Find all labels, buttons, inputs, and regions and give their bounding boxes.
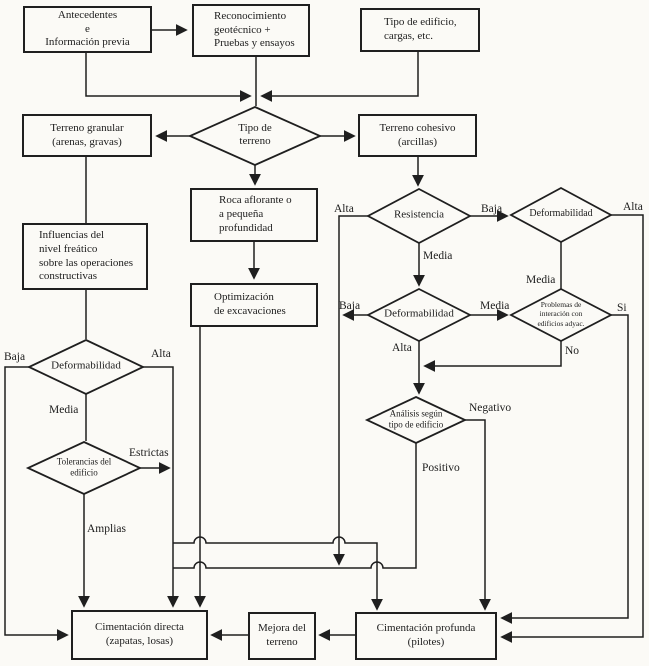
box-antecedentes-line3: Información previa (45, 36, 130, 49)
edge-analisis-negativo-to-cim-profunda (465, 419, 491, 611)
diamond-problemas-interaccion (509, 287, 613, 343)
label-deform-left-baja: Baja (4, 351, 26, 363)
box-mejora-line2: terreno (266, 636, 298, 648)
box-terreno-cohesivo-line2: (arcillas) (397, 135, 438, 148)
diamond-deformabilidad-center-label: Deformabilidad (384, 307, 454, 320)
box-tipo-edificio-line2: cargas, etc. (384, 30, 433, 42)
diamond-deformabilidad-center (366, 287, 472, 343)
diamond-tipo-terreno (187, 106, 323, 166)
label-problemas-no: No (565, 345, 580, 357)
box-roca-line1: Roca aflorante o (219, 194, 292, 207)
label-deform-right-media: Media (526, 274, 556, 286)
box-terreno-cohesivo: Terreno cohesivo (arcillas) (358, 114, 477, 157)
box-mejora-line1: Mejora del (258, 622, 306, 635)
label-deform-right-alta: Alta (623, 201, 643, 213)
diamond-deformabilidad-left (26, 339, 146, 395)
edge-problemas-no-merge (423, 341, 562, 372)
box-terreno-granular-line2: (arenas, gravas) (52, 135, 122, 148)
box-tipo-edificio: Tipo de edificio, cargas, etc. (360, 8, 480, 52)
diamond-resistencia (366, 187, 472, 245)
box-reconocimiento-line3: Pruebas y ensayos (214, 37, 295, 50)
edge-deform-right-alta-to-cim-profunda (500, 214, 644, 643)
edge-antecedentes-down-merge (85, 53, 252, 102)
box-antecedentes-line2: e (85, 22, 90, 35)
diamond-analisis-label: Análisis según tipo de edificio (388, 408, 444, 429)
box-terreno-cohesivo-line1: Terreno cohesivo (379, 121, 456, 134)
box-roca-line3: profundidad (219, 221, 273, 234)
box-cimentacion-directa-line1: Cimentación directa (95, 621, 184, 634)
label-deform-center-media: Media (480, 300, 510, 312)
box-cimentacion-profunda-line2: (pilotes) (407, 636, 445, 648)
box-optimizacion-line2: de excavaciones (214, 305, 286, 317)
box-influencias-line3: sobre las operaciones (39, 256, 134, 269)
label-deform-left-alta: Alta (151, 348, 171, 360)
box-influencias-line4: constructivas (39, 270, 98, 283)
box-terreno-granular-line1: Terreno granular (50, 121, 124, 134)
box-cimentacion-directa-line2: (zapatas, losas) (105, 635, 174, 647)
label-resistencia-media: Media (423, 250, 453, 262)
diamond-tolerancias-label: Tolerancias del edificio (56, 456, 112, 477)
box-reconocimiento-line2: geotécnico + (214, 23, 271, 36)
box-reconocimiento-line1: Reconocimiento (214, 9, 287, 22)
label-deform-left-media: Media (49, 404, 79, 416)
label-resistencia-alta: Alta (334, 203, 354, 215)
edge-deform-left-alta-down (143, 366, 179, 608)
label-tolerancias-amplias: Amplias (87, 523, 126, 535)
box-roca-line2: a pequeña (219, 208, 264, 221)
box-influencias-nivel-freatico: Influencias del nivel freático sobre las… (22, 223, 148, 290)
edge-analisis-positivo-to-cim-directa (173, 443, 417, 569)
edge-tipo-edificio-down-merge (260, 52, 419, 102)
edge-estrictas-line-to-cim-profunda (173, 536, 383, 611)
box-antecedentes-line1: Antecedentes (57, 8, 118, 21)
label-problemas-si: Si (617, 302, 627, 314)
box-optimizacion-line1: Optimización (214, 291, 274, 304)
box-influencias-line1: Influencias del (39, 229, 105, 241)
diamond-tolerancias-edificio (25, 441, 143, 495)
box-mejora-terreno: Mejora del terreno (248, 612, 316, 660)
diamond-problemas-label: Problemas de interación con edificios ad… (537, 299, 585, 328)
box-reconocimiento: Reconocimiento geotécnico + Pruebas y en… (192, 4, 310, 57)
label-deform-center-alta: Alta (392, 342, 412, 354)
diamond-deformabilidad-right-label: Deformabilidad (529, 208, 593, 220)
diamond-tipo-terreno-label: Tipo de terreno (238, 122, 272, 147)
box-terreno-granular: Terreno granular (arenas, gravas) (22, 114, 152, 157)
diamond-deformabilidad-right (509, 186, 613, 244)
diamond-deformabilidad-left-label: Deformabilidad (51, 359, 121, 372)
diamond-resistencia-label: Resistencia (393, 208, 445, 221)
edge-resistencia-alta-down-merge (333, 215, 368, 566)
edge-deform-left-baja-to-cim-directa (4, 366, 69, 641)
box-cimentacion-directa: Cimentación directa (zapatas, losas) (71, 610, 208, 660)
label-resistencia-baja: Baja (481, 203, 503, 215)
box-influencias-line2: nivel freático (39, 242, 98, 255)
box-antecedentes: Antecedentes e Información previa (23, 6, 152, 53)
box-cimentacion-profunda: Cimentación profunda (pilotes) (355, 612, 497, 660)
box-tipo-edificio-line1: Tipo de edificio, (384, 16, 457, 29)
label-deform-center-baja: Baja (339, 300, 361, 312)
label-tolerancias-estrictas: Estrictas (129, 447, 169, 459)
box-optimizacion-excavaciones: Optimización de excavaciones (190, 283, 318, 327)
label-analisis-positivo: Positivo (422, 462, 460, 474)
box-roca-aflorante: Roca aflorante o a pequeña profundidad (190, 188, 318, 242)
box-cimentacion-profunda-line1: Cimentación profunda (376, 622, 476, 635)
label-analisis-negativo: Negativo (469, 402, 512, 414)
edge-problemas-si-to-cim-profunda (500, 314, 629, 624)
diamond-analisis-tipo-edificio (364, 396, 468, 444)
